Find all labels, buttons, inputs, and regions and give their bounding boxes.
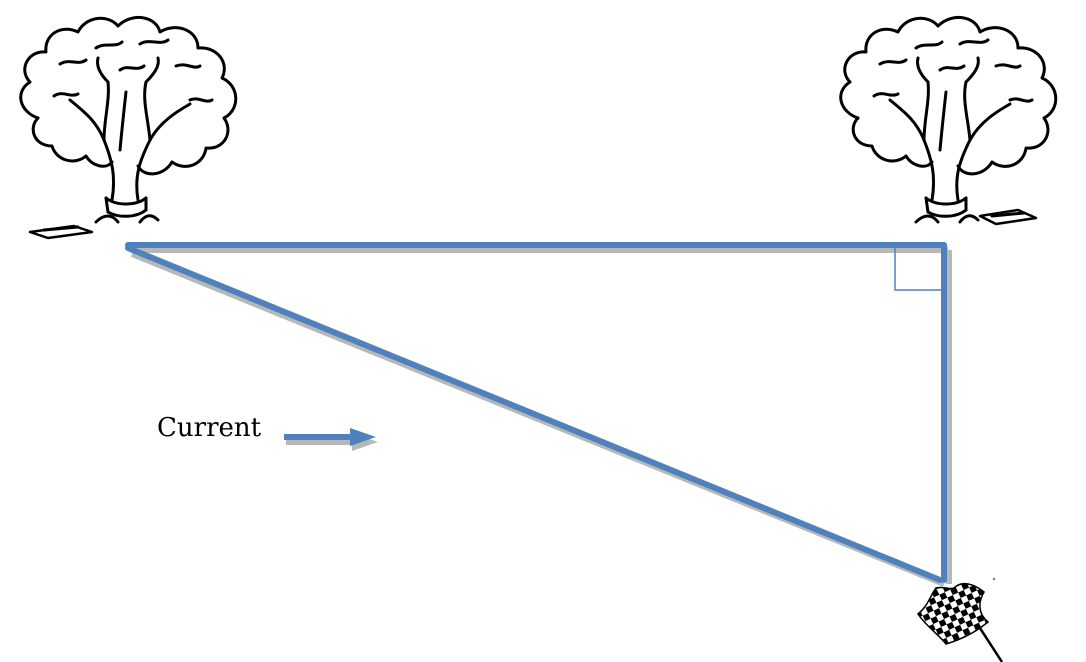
stray-dot [992, 577, 996, 581]
right-angle-icon [894, 247, 941, 291]
arrow-right-icon [284, 428, 376, 446]
right-tree-icon [839, 16, 1058, 226]
current-label: Current [157, 413, 262, 443]
travel-paths [125, 242, 947, 583]
diagonal-path-line [125, 245, 943, 583]
checkered-flag-icon [916, 582, 1004, 662]
left-tree-icon [19, 16, 238, 240]
